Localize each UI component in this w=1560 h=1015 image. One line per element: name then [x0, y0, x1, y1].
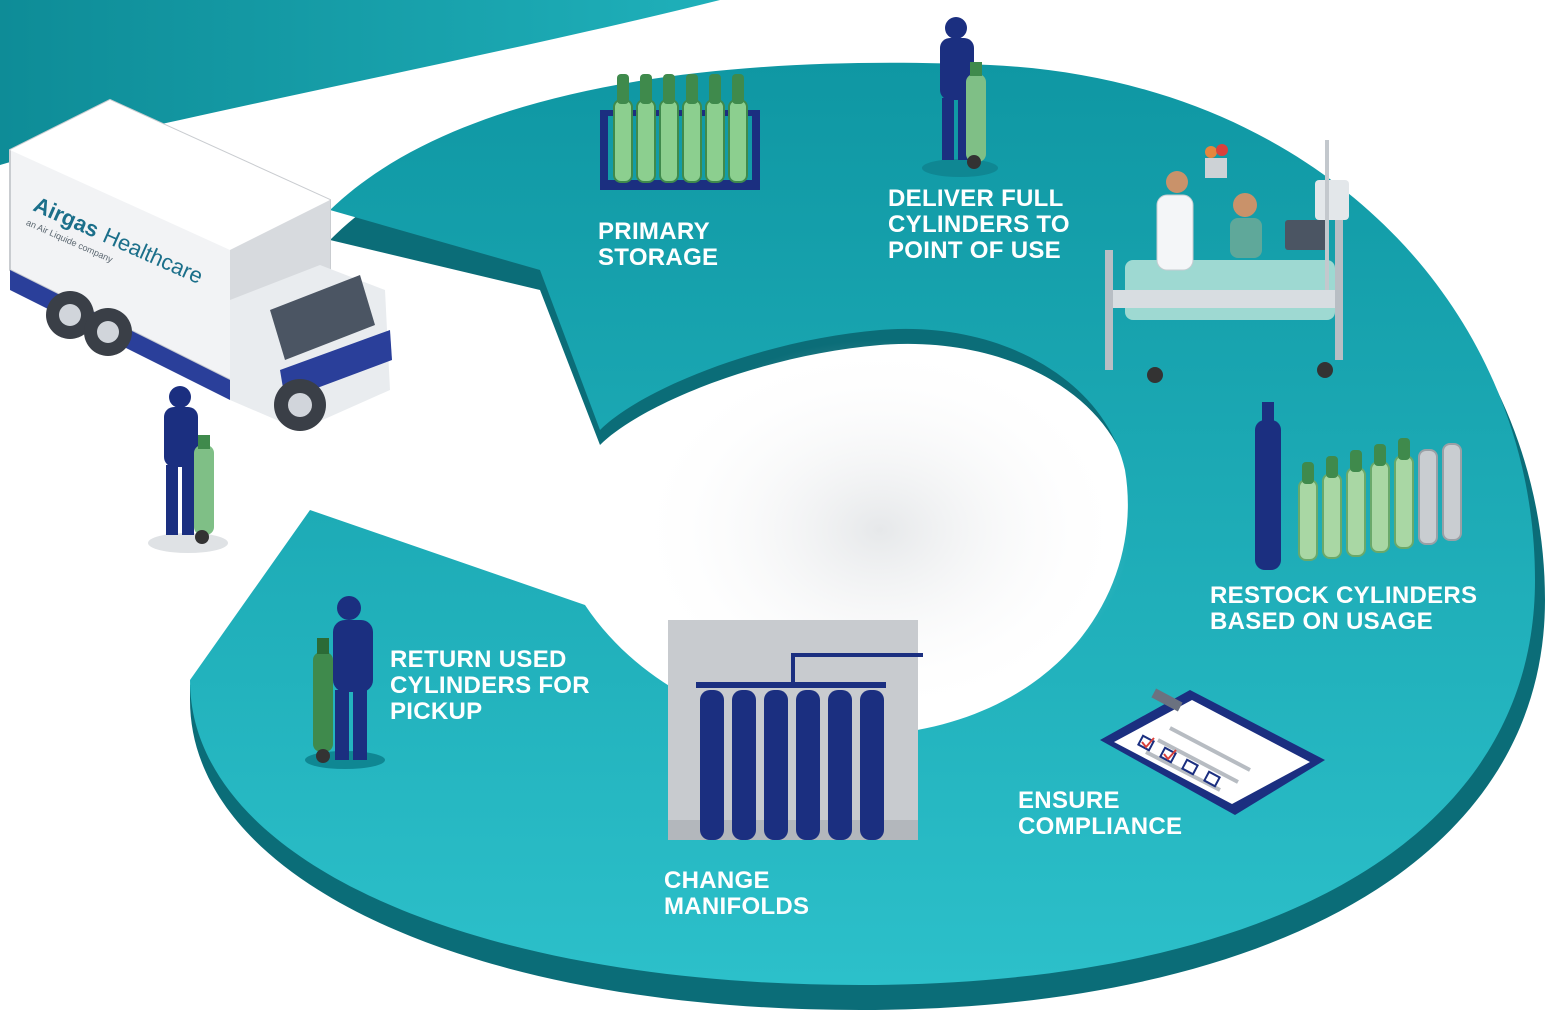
label-line: CYLINDERS FOR — [390, 672, 590, 699]
step-label-primary-storage: PRIMARY STORAGE — [598, 219, 718, 271]
clipboard-checklist-icon — [1100, 688, 1325, 815]
step-label-deliver: DELIVER FULL CYLINDERS TO POINT OF USE — [888, 186, 1070, 264]
label-line: RETURN USED — [390, 646, 567, 673]
storage-rack-icon — [600, 74, 760, 190]
label-line: BASED ON USAGE — [1210, 608, 1433, 635]
label-line: COMPLIANCE — [1018, 813, 1183, 840]
step-label-compliance: ENSURE COMPLIANCE — [1018, 788, 1182, 840]
label-line: ENSURE — [1018, 787, 1120, 814]
label-line: MANIFOLDS — [664, 893, 810, 920]
return-worker-icon — [305, 596, 385, 769]
manifold-icon — [668, 620, 923, 840]
delivery-truck: Airgas Healthcare an Air Liquide company — [9, 98, 392, 431]
step-label-restock: RESTOCK CYLINDERS BASED ON USAGE — [1210, 583, 1477, 635]
label-line: RESTOCK CYLINDERS — [1210, 582, 1478, 609]
patient-bed-icon — [1105, 140, 1349, 383]
label-line: PICKUP — [390, 698, 483, 725]
worker-with-cylinder-icon — [148, 386, 228, 553]
label-line: POINT OF USE — [888, 237, 1061, 264]
label-line: PRIMARY — [598, 218, 710, 245]
step-label-manifolds: CHANGE MANIFOLDS — [664, 868, 809, 920]
step-label-return: RETURN USED CYLINDERS FOR PICKUP — [390, 647, 590, 725]
label-line: DELIVER FULL — [888, 185, 1064, 212]
background-swoosh — [0, 0, 720, 165]
label-line: CYLINDERS TO — [888, 211, 1070, 238]
delivery-worker-icon — [922, 17, 998, 177]
cylinder-row-icon — [1255, 402, 1462, 570]
label-line: STORAGE — [598, 244, 719, 271]
label-line: CHANGE — [664, 867, 770, 894]
